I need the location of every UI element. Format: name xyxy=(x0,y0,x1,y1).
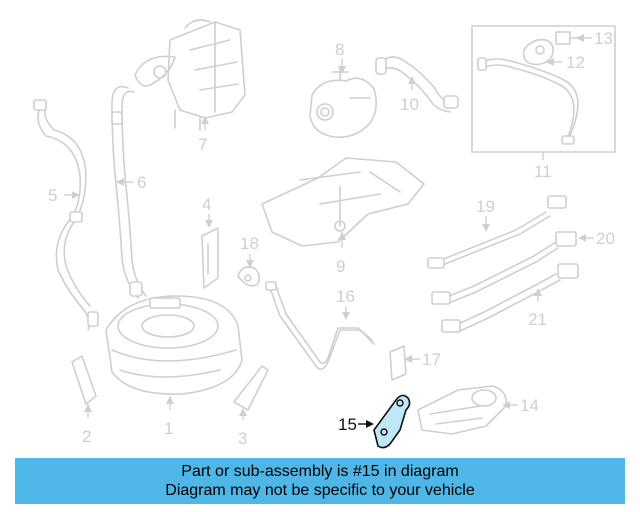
svg-text:5: 5 xyxy=(48,186,57,205)
banner-line-1: Part or sub-assembly is #15 in diagram xyxy=(181,463,459,480)
callout-9: 9 xyxy=(336,232,346,276)
svg-text:11: 11 xyxy=(534,162,552,181)
svg-text:1: 1 xyxy=(164,419,173,438)
callout-7: 7 xyxy=(198,116,209,154)
callout-18: 18 xyxy=(240,234,259,268)
part-16-pipe[interactable] xyxy=(265,281,375,370)
callout-12: 12 xyxy=(546,53,585,72)
callout-11: 11 xyxy=(534,152,552,181)
callout-8: 8 xyxy=(335,40,346,74)
callout-13: 13 xyxy=(576,29,613,48)
callout-20: 20 xyxy=(578,229,615,248)
part-12-connector[interactable] xyxy=(522,38,554,66)
svg-text:3: 3 xyxy=(238,429,247,448)
callout-17: 17 xyxy=(404,350,441,369)
svg-text:7: 7 xyxy=(198,135,207,154)
part-4-bracket[interactable] xyxy=(201,227,219,289)
part-19-sensor[interactable] xyxy=(427,195,567,269)
svg-text:4: 4 xyxy=(202,195,211,214)
svg-text:20: 20 xyxy=(596,229,615,248)
part-5-hose[interactable] xyxy=(33,99,99,331)
svg-text:13: 13 xyxy=(594,29,613,48)
callout-6: 6 xyxy=(116,173,146,192)
callout-4: 4 xyxy=(202,195,213,228)
part-17-bracket[interactable] xyxy=(389,345,407,381)
info-banner: Part or sub-assembly is #15 in diagram D… xyxy=(15,458,625,504)
svg-text:18: 18 xyxy=(240,234,259,253)
svg-text:14: 14 xyxy=(520,396,539,415)
svg-text:17: 17 xyxy=(422,350,441,369)
svg-text:19: 19 xyxy=(476,197,495,216)
banner-line-2: Diagram may not be specific to your vehi… xyxy=(165,482,475,499)
svg-text:16: 16 xyxy=(336,287,355,306)
parts-diagram: 7 5 6 8 xyxy=(33,19,616,449)
part-1-canister[interactable] xyxy=(105,295,243,395)
callout-2: 2 xyxy=(82,404,92,446)
svg-text:21: 21 xyxy=(528,310,547,329)
part-8-pump[interactable] xyxy=(309,67,378,139)
callout-14: 14 xyxy=(502,396,539,415)
svg-text:2: 2 xyxy=(82,427,91,446)
callout-1: 1 xyxy=(164,396,174,438)
part-20-sensor[interactable] xyxy=(431,231,577,305)
part-14-valve[interactable] xyxy=(417,385,508,435)
callout-19: 19 xyxy=(476,197,495,232)
part-10-hose[interactable] xyxy=(375,56,459,113)
part-7-valve-block[interactable] xyxy=(134,19,246,131)
part-3-bracket[interactable] xyxy=(233,365,269,411)
part-2-bracket[interactable] xyxy=(71,355,97,405)
part-21-sensor[interactable] xyxy=(441,263,579,333)
part-9-cover[interactable] xyxy=(261,157,425,247)
svg-text:15: 15 xyxy=(338,415,357,434)
callout-15: 15 xyxy=(338,415,374,434)
callout-5: 5 xyxy=(48,186,80,205)
svg-text:9: 9 xyxy=(336,257,345,276)
callout-3: 3 xyxy=(238,408,247,448)
callout-21: 21 xyxy=(528,288,547,329)
svg-text:6: 6 xyxy=(137,173,146,192)
svg-text:8: 8 xyxy=(335,40,344,59)
callout-10: 10 xyxy=(400,76,419,114)
callout-16: 16 xyxy=(336,287,355,320)
part-15-bracket-highlighted[interactable] xyxy=(373,394,411,449)
part-6-hose[interactable] xyxy=(111,85,147,299)
svg-text:10: 10 xyxy=(400,95,419,114)
part-18-clip[interactable] xyxy=(237,266,261,287)
svg-text:12: 12 xyxy=(566,53,585,72)
